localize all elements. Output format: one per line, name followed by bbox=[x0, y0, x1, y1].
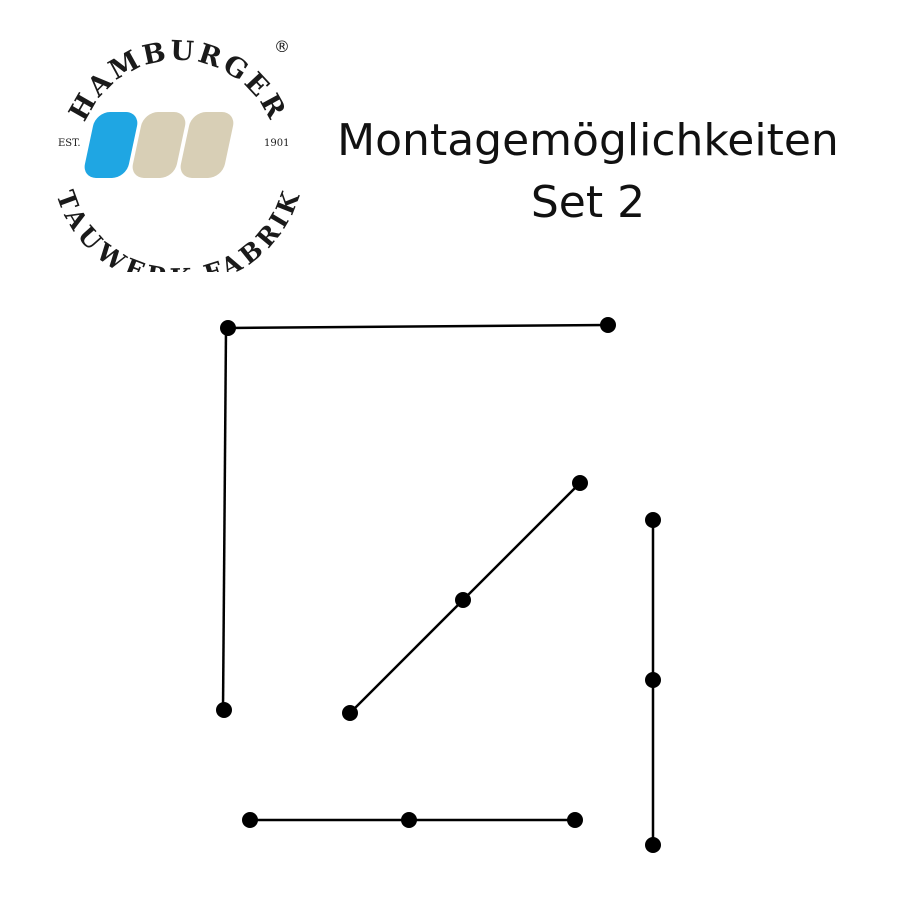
logo-est-label: EST. bbox=[58, 138, 81, 149]
logo-year: 1901 bbox=[264, 138, 289, 149]
configuration-diagonal bbox=[342, 475, 588, 721]
configuration-horizontal bbox=[242, 812, 583, 828]
mount-point bbox=[645, 837, 661, 853]
corner-left-line bbox=[221, 327, 228, 711]
hamburger-tauwerk-fabrik-logo: HAMBURGER TAUWERK-FABRIK EST. 1901 ® bbox=[50, 35, 304, 272]
mount-point bbox=[572, 475, 588, 491]
logo-stripes-icon bbox=[84, 112, 234, 178]
mount-point bbox=[216, 702, 232, 718]
mount-point bbox=[342, 705, 358, 721]
mount-point bbox=[645, 512, 661, 528]
configuration-corner bbox=[216, 317, 616, 718]
mount-point bbox=[645, 672, 661, 688]
mount-point bbox=[220, 320, 236, 336]
mount-point bbox=[455, 592, 471, 608]
corner-top-line bbox=[227, 323, 609, 330]
mount-point bbox=[567, 812, 583, 828]
page-title: Montagemöglichkeiten bbox=[337, 115, 839, 166]
mount-point bbox=[401, 812, 417, 828]
mount-point bbox=[600, 317, 616, 333]
page-subtitle: Set 2 bbox=[530, 177, 646, 228]
configuration-vertical bbox=[645, 512, 661, 853]
logo-registered-mark: ® bbox=[274, 37, 290, 56]
mount-point bbox=[242, 812, 258, 828]
title-block: Montagemöglichkeiten Set 2 bbox=[300, 110, 876, 234]
